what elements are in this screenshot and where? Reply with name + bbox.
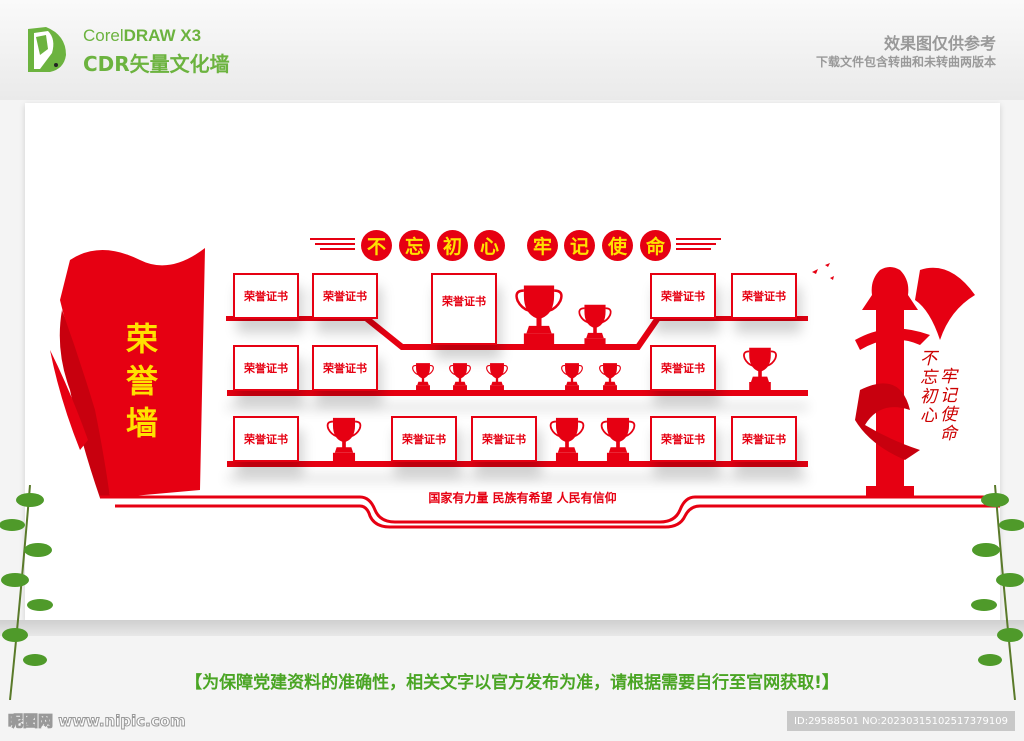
certificate: 荣誉证书 [731,416,797,462]
title-char: 命 [640,230,671,261]
motto-text: 国家有力量 民族有希望 人民有信仰 [428,491,617,505]
title-char: 记 [564,230,595,261]
shelf-middle [227,390,808,396]
trophy-icon [548,416,586,462]
title-char: 忘 [399,230,430,261]
shelf-bottom [227,461,808,467]
certificate: 荣誉证书 [233,345,299,391]
certificate: 荣誉证书 [233,416,299,462]
top-background [0,0,1024,100]
certificate: 荣誉证书 [471,416,537,462]
plant-left-icon [0,485,53,700]
disclaimer-banner: 【为保障党建资料的准确性，相关文字以官方发布为准，请根据需要自行至官网获取!】 [185,673,839,693]
certificate: 荣誉证书 [731,273,797,319]
logo-title: CorelDRAW X3 [83,26,202,45]
title-char: 初 [437,230,468,261]
floor-strip [0,620,1024,636]
certificate: 荣誉证书 [650,273,716,319]
base-lines [100,495,1000,529]
certificate: 荣誉证书 [650,416,716,462]
coreldraw-logo-icon [28,27,66,72]
red-flag-icon [50,248,205,498]
trophy-icon [325,416,363,462]
certificate: 荣誉证书 [233,273,299,319]
certificate: 荣誉证书 [312,273,378,319]
version-note: 下载文件包含转曲和未转曲两版本 [815,55,996,69]
title-char: 牢 [527,230,558,261]
title-lines-right [676,238,721,250]
id-label: ID:29588501 NO:20230315102517379109 [787,711,1015,731]
certificate: 荣誉证书 [312,345,378,391]
title-char: 不 [361,230,392,261]
trophy-icon [410,362,436,391]
trophy-icon [559,362,585,391]
huabiao-pillar-icon [812,263,975,496]
title-char: 使 [602,230,633,261]
trophy-icon [599,416,637,462]
trophy-icon [576,303,614,347]
trophy-icon [447,362,473,391]
trophy-icon [740,346,780,391]
watermark: 昵图网 www.nipic.com [8,712,187,731]
trophy-icon [512,283,566,346]
calligraphy-col2: 牢记使命 [940,367,957,444]
certificate: 荣誉证书 [391,416,457,462]
certificate: 荣誉证书 [650,345,716,391]
title-char: 心 [474,230,505,261]
plant-right-icon [971,485,1024,700]
preview-note: 效果图仅供参考 [883,34,996,53]
calligraphy-col1: 不忘初心 [920,349,937,426]
certificate: 荣誉证书 [431,273,497,345]
logo-subtitle: CDR矢量文化墙 [83,52,230,76]
title-lines-left [310,238,355,250]
trophy-icon [597,362,623,391]
trophy-icon [484,362,510,391]
flag-text: 荣誉墙 [125,320,158,442]
